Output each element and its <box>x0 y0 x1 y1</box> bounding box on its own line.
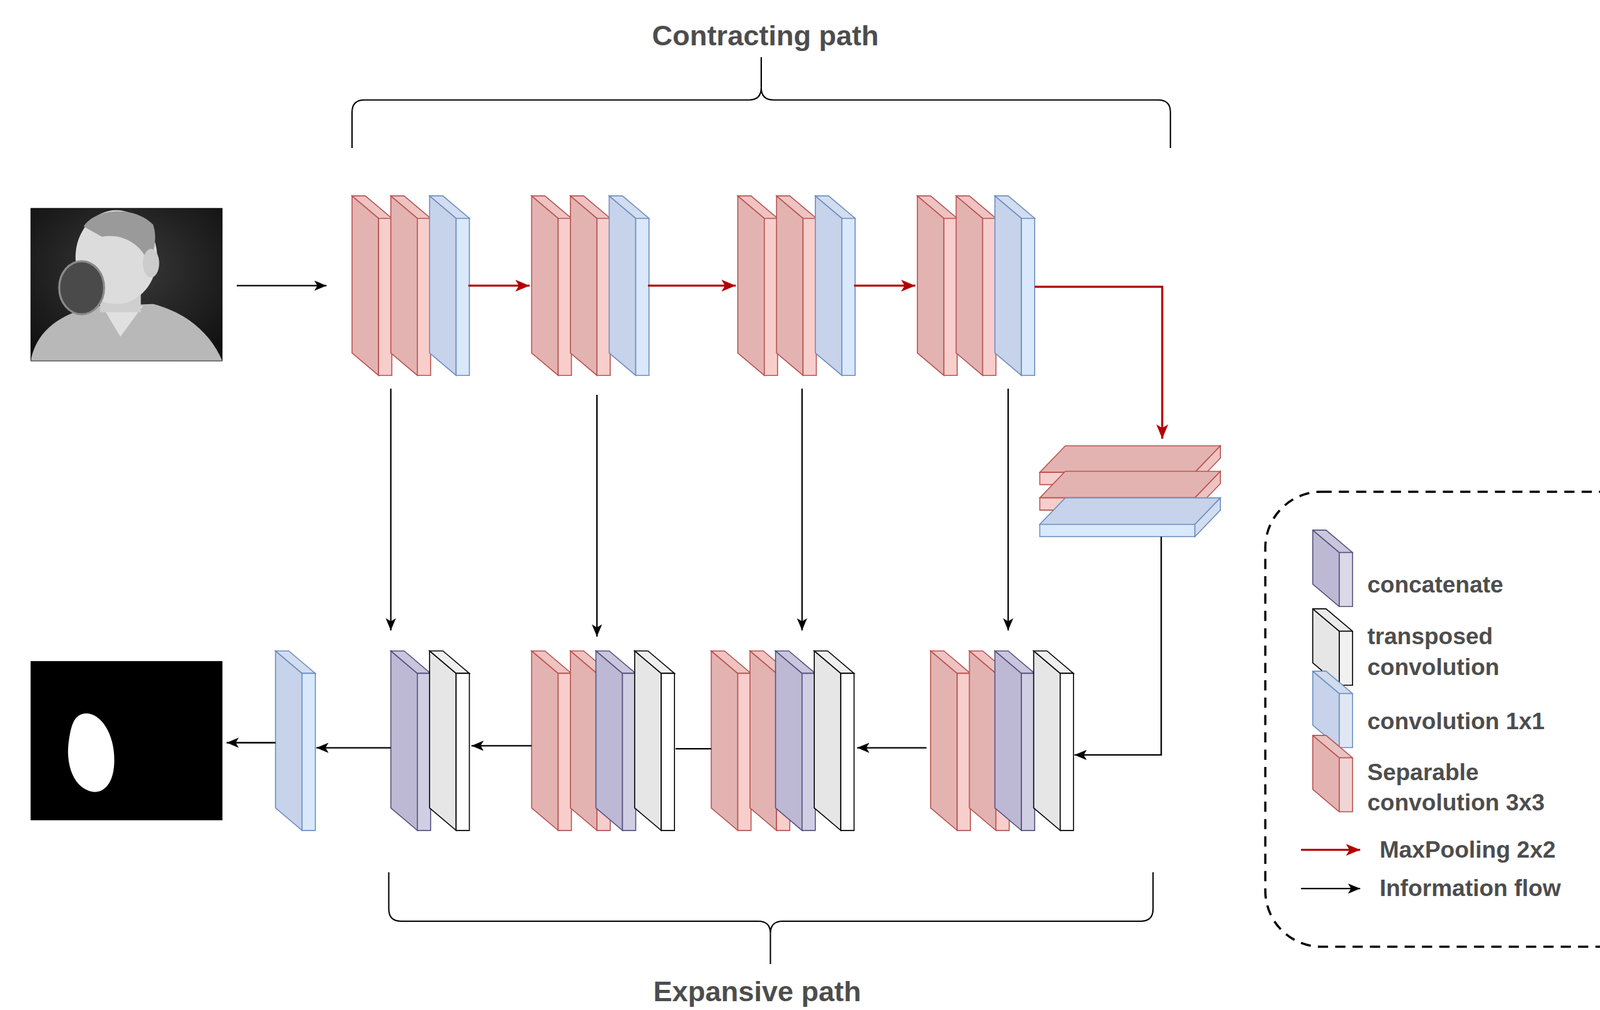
legend-text: Information flow <box>1379 873 1561 904</box>
bottleneck-blocks <box>1039 445 1221 537</box>
legend-text-wrap: transposed convolution <box>1367 621 1576 682</box>
legend-text-wrap: Separable convolution 3x3 <box>1367 757 1576 818</box>
swatch-face <box>1312 671 1353 694</box>
swatch-highlight <box>1312 671 1353 694</box>
bracket <box>351 87 1171 148</box>
swatch-highlight <box>1339 757 1353 812</box>
swatch-face <box>1339 693 1353 748</box>
section-title-wrap: Contracting path <box>651 20 879 52</box>
swatch-outline <box>1339 630 1353 686</box>
legend-swatch-shape <box>1312 734 1354 813</box>
swatch-face <box>1339 630 1353 686</box>
legend-text: Separable convolution 3x3 <box>1367 757 1576 818</box>
swatch-face <box>1339 552 1353 608</box>
swatch-outline <box>1339 552 1353 608</box>
legend-text: MaxPooling 2x2 <box>1379 834 1556 866</box>
legend-arrow-sample <box>1300 848 1361 851</box>
legend-text-wrap: Information flow <box>1379 873 1561 904</box>
swatch-outline <box>1339 693 1353 748</box>
swatch-outline <box>1312 608 1353 632</box>
swatch-face <box>1312 735 1353 759</box>
swatch-highlight <box>1312 530 1353 553</box>
legend-text: transposed convolution <box>1367 621 1576 682</box>
swatch-highlight <box>1312 608 1353 632</box>
output-mask <box>30 661 223 821</box>
bracket <box>760 57 762 89</box>
bracket <box>388 872 1153 934</box>
swatch-face <box>1312 530 1353 553</box>
swatch-face <box>1312 608 1353 632</box>
legend-text-wrap: convolution 1x1 <box>1367 706 1576 737</box>
bracket <box>769 933 771 965</box>
legend-swatch <box>1312 734 1354 813</box>
section-title: Contracting path <box>651 20 879 52</box>
legend-swatch-shape <box>1312 529 1354 608</box>
legend-arrow-sample <box>1300 887 1361 890</box>
swatch-highlight <box>1339 552 1353 608</box>
legend-swatch <box>1312 529 1354 608</box>
legend-text-wrap: concatenate <box>1367 569 1576 601</box>
legend-frame <box>1265 491 1600 948</box>
legend-text: concatenate <box>1367 569 1576 601</box>
section-title: Expansive path <box>652 975 861 1008</box>
input-image <box>30 208 223 362</box>
flow-arrows <box>226 285 1163 755</box>
swatch-highlight <box>1339 630 1353 686</box>
swatch-outline <box>1312 530 1353 553</box>
section-title-wrap: Expansive path <box>652 975 861 1008</box>
swatch-highlight <box>1339 693 1353 748</box>
swatch-outline <box>1312 735 1353 759</box>
legend-text: convolution 1x1 <box>1367 706 1576 737</box>
swatch-face <box>1339 757 1353 812</box>
layer-blocks <box>351 195 1035 376</box>
swatch-outline <box>1312 671 1353 694</box>
layer-blocks <box>275 651 1074 831</box>
swatch-outline <box>1339 757 1353 812</box>
legend-text-wrap: MaxPooling 2x2 <box>1379 834 1556 866</box>
swatch-highlight <box>1312 735 1353 759</box>
